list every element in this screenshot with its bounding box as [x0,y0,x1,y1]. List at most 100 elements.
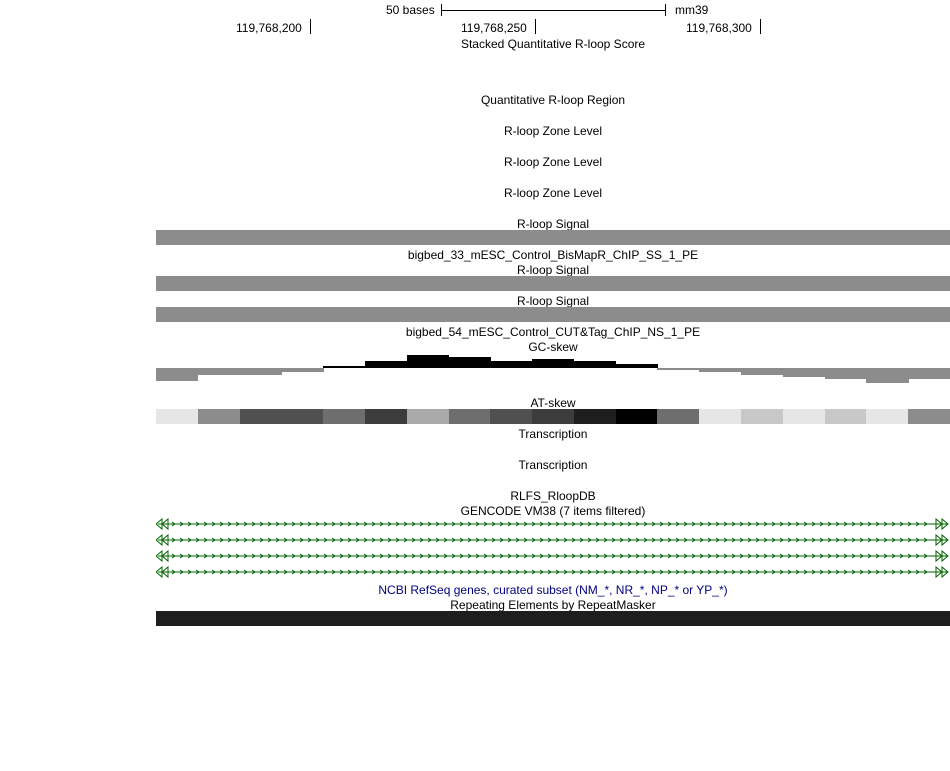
strand-chevron [355,521,360,527]
strand-chevron [275,521,280,527]
signal-1-bar[interactable] [156,230,950,245]
strand-chevron [363,569,368,575]
strand-chevron [747,569,752,575]
strand-chevron [851,521,856,527]
strand-chevron [795,537,800,543]
at-skew-strip[interactable] [156,409,950,424]
at-skew-bin [699,409,742,424]
strand-chevron [859,521,864,527]
strand-chevron [523,553,528,559]
strand-chevron [315,537,320,543]
track-label-bigbed-54[interactable]: bigbed_54_mESC_Control_CUT&Tag_ChIP_NS_1… [405,325,701,339]
strand-chevron [299,553,304,559]
strand-chevron [195,537,200,543]
strand-chevron [491,553,496,559]
ruler-tick-3 [760,19,761,34]
gene-row[interactable] [156,517,949,531]
strand-chevron [723,569,728,575]
track-label-qrlfs-region[interactable]: Quantitative R-loop Region [480,93,626,107]
gc-skew-bin [239,368,282,375]
at-skew-bin [239,409,282,424]
track-label-repeatmasker[interactable]: Repeating Elements by RepeatMasker [450,598,656,612]
strand-chevron [307,569,312,575]
strand-chevron [587,521,592,527]
track-label-at-skew[interactable]: AT-skew [530,396,576,410]
strand-chevron [667,553,672,559]
strand-chevron [923,569,928,575]
offscreen-left-arrow [161,549,169,563]
strand-chevron [899,537,904,543]
strand-chevron [771,569,776,575]
track-label-transcription-1[interactable]: Transcription [518,427,588,441]
gene-row[interactable] [156,549,949,563]
strand-chevron [499,569,504,575]
strand-chevron [315,553,320,559]
strand-chevron [379,569,384,575]
strand-chevron [739,521,744,527]
track-label-gc-skew[interactable]: GC-skew [528,340,578,354]
strand-chevron [211,521,216,527]
strand-chevron [683,537,688,543]
offscreen-right-arrow [941,533,949,547]
strand-chevron [243,553,248,559]
strand-chevron [779,569,784,575]
signal-2-bar[interactable] [156,276,950,291]
strand-chevron [427,569,432,575]
strand-chevron [387,537,392,543]
strand-chevron [571,537,576,543]
strand-chevron [259,553,264,559]
strand-chevron [227,521,232,527]
track-label-signal-3[interactable]: R-loop Signal [516,294,590,308]
gene-row[interactable] [156,533,949,547]
strand-chevron [803,569,808,575]
track-label-bigbed-33[interactable]: bigbed_33_mESC_Control_BisMapR_ChIP_SS_1… [407,248,699,262]
gencode-gene-rows[interactable] [156,516,950,580]
strand-chevron [539,553,544,559]
strand-chevron [411,521,416,527]
strand-chevron [843,569,848,575]
gc-skew-wiggle[interactable] [156,353,950,393]
track-label-transcription-2[interactable]: Transcription [518,458,588,472]
strand-chevron [555,521,560,527]
gene-row[interactable] [156,565,949,579]
ruler-position-2: 119,768,250 [461,21,527,35]
track-label-zone-level-3[interactable]: R-loop Zone Level [503,186,603,200]
track-label-signal-2[interactable]: R-loop Signal [516,263,590,277]
strand-chevron [355,553,360,559]
strand-chevron [387,521,392,527]
strand-chevron [491,521,496,527]
track-label-gencode[interactable]: GENCODE VM38 (7 items filtered) [460,504,646,518]
strand-chevron [403,537,408,543]
strand-chevron [803,553,808,559]
at-skew-bin [908,409,950,424]
strand-chevron [275,537,280,543]
strand-chevron [547,521,552,527]
strand-chevron [731,569,736,575]
strand-chevron [915,537,920,543]
strand-chevron [787,537,792,543]
strand-chevron [883,521,888,527]
strand-chevron [659,537,664,543]
at-skew-bin [657,409,700,424]
track-label-signal-1[interactable]: R-loop Signal [516,217,590,231]
strand-chevron [891,553,896,559]
strand-chevron [643,537,648,543]
strand-chevron [347,537,352,543]
strand-chevron [795,553,800,559]
strand-chevron [651,537,656,543]
gc-skew-bin [156,368,199,382]
repeatmasker-bar[interactable] [156,611,950,626]
strand-chevron [403,553,408,559]
signal-3-bar[interactable] [156,307,950,322]
track-label-zone-level-1[interactable]: R-loop Zone Level [503,124,603,138]
track-label-stacked-qrlfs[interactable]: Stacked Quantitative R-loop Score [460,37,646,51]
track-label-rlfs[interactable]: RLFS_RloopDB [510,489,596,503]
strand-chevron [811,521,816,527]
strand-chevron [219,537,224,543]
strand-chevron [571,553,576,559]
track-label-refseq[interactable]: NCBI RefSeq genes, curated subset (NM_*,… [378,583,728,597]
strand-chevron [531,537,536,543]
at-skew-bin [281,409,324,424]
strand-chevron [883,569,888,575]
track-label-zone-level-2[interactable]: R-loop Zone Level [503,155,603,169]
